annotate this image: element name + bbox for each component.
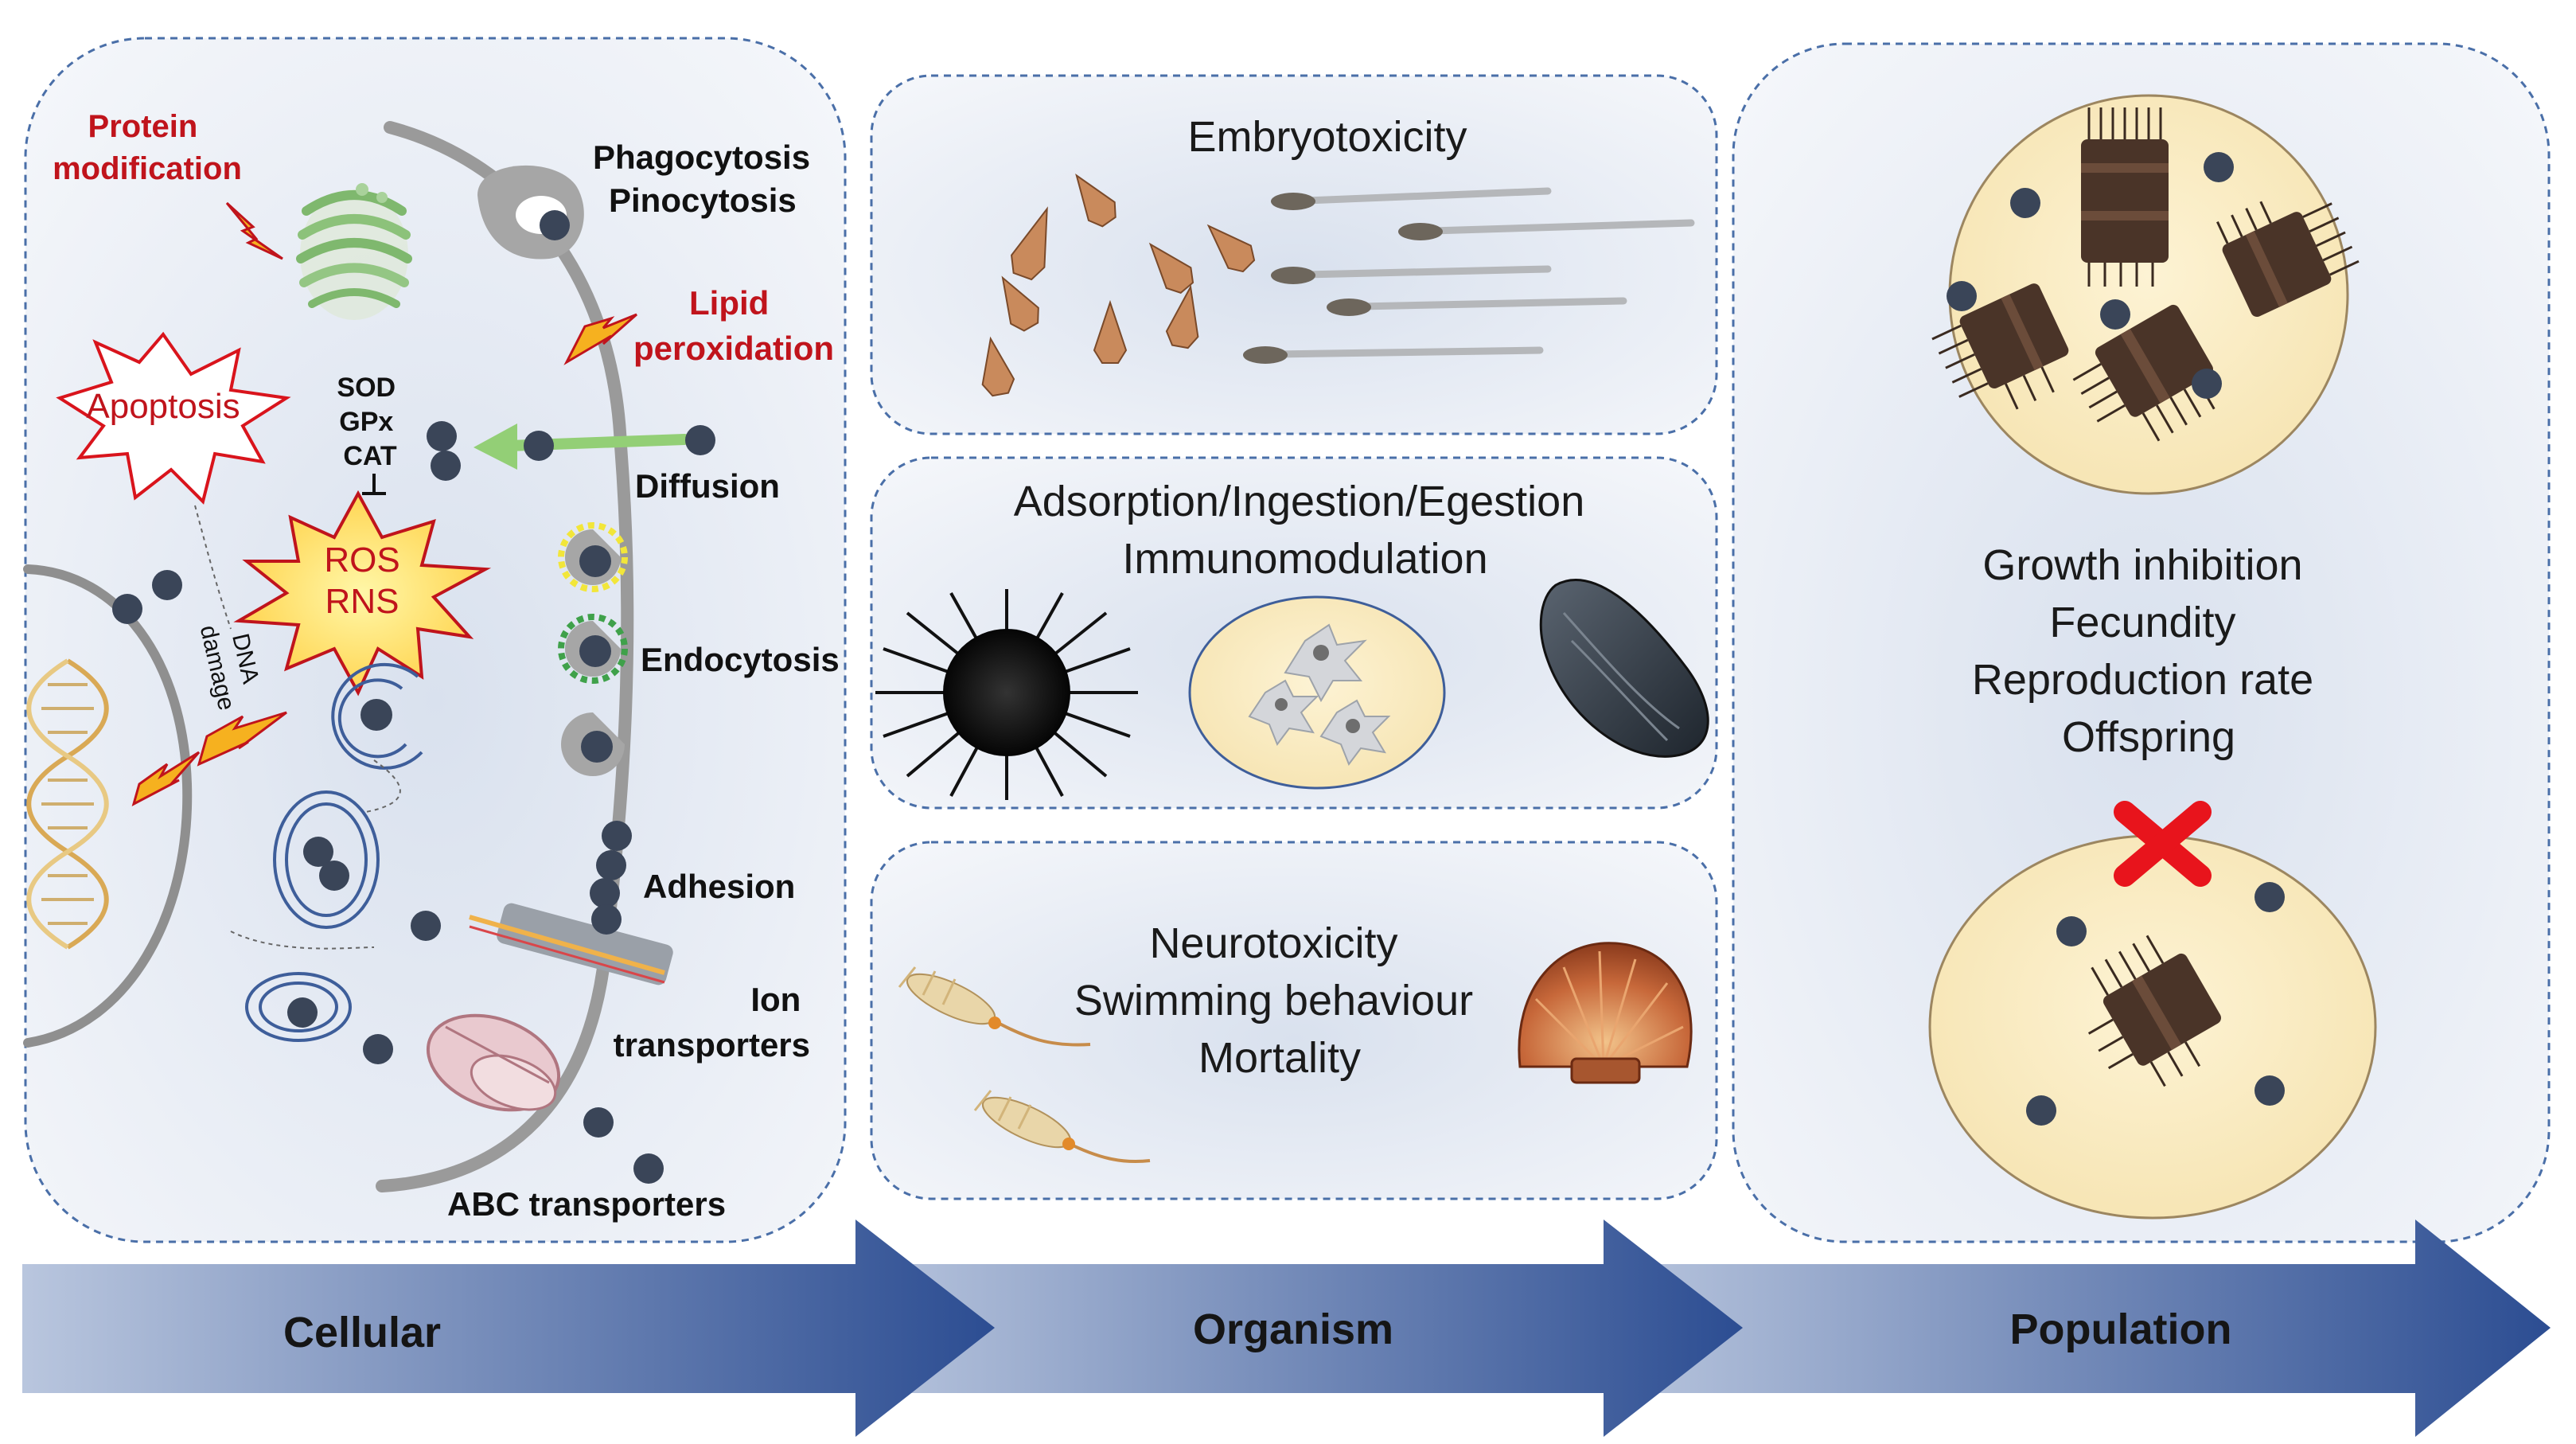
lipid-peroxidation-label: Lipid peroxidation bbox=[633, 284, 834, 367]
stage-label-organism: Organism bbox=[1193, 1305, 1393, 1353]
stage-label-cellular: Cellular bbox=[283, 1309, 441, 1356]
nanoparticles-population bbox=[1947, 152, 2285, 1126]
endocytosis-label: Endocytosis bbox=[641, 641, 840, 678]
zooplankton-icon-bottom bbox=[2087, 935, 2221, 1087]
ion-transporters-label: Ion transporters bbox=[614, 981, 810, 1063]
dna-helix-icon bbox=[26, 658, 109, 950]
scallop-icon bbox=[1518, 942, 1693, 1084]
nanoparticles-cellular bbox=[112, 421, 715, 1184]
copepod-larva-icons bbox=[898, 966, 1151, 1164]
ros-label: ROS bbox=[324, 541, 399, 580]
sea-urchin-icon bbox=[875, 589, 1138, 800]
organism-panel-embryotoxicity bbox=[870, 74, 1718, 435]
phagocytosis-label: Phagocytosis bbox=[593, 139, 810, 176]
mussel-icon bbox=[1539, 579, 1709, 758]
apoptosis-label: Apoptosis bbox=[86, 387, 240, 426]
antioxidant-enzymes-label: SOD GPx CAT bbox=[337, 373, 403, 471]
abc-transporter-icon bbox=[426, 1013, 561, 1112]
population-effects-label: Growth inhibition Fecundity Reproduction… bbox=[1972, 541, 2325, 761]
phagocytosis-vesicle bbox=[477, 165, 584, 260]
adsorption-label: Adsorption/Ingestion/Egestion Immunomodu… bbox=[1014, 478, 1597, 583]
intracellular-vesicles bbox=[245, 662, 423, 1042]
adhesion-label: Adhesion bbox=[643, 868, 795, 905]
fish-larva-icons bbox=[1243, 187, 1695, 364]
embryotoxicity-label: Embryotoxicity bbox=[1187, 113, 1467, 161]
red-cross-icon bbox=[2114, 801, 2212, 887]
apoptosis-burst bbox=[56, 331, 291, 505]
protein-modification-label: Protein modification bbox=[53, 109, 242, 186]
stage-arrow-organism bbox=[859, 1220, 1743, 1437]
stage-label-population: Population bbox=[2010, 1305, 2232, 1353]
embryo-larva-icons bbox=[981, 174, 1256, 397]
nucleus-membrane bbox=[23, 564, 193, 1048]
rns-label: RNS bbox=[325, 582, 399, 621]
golgi-apparatus-icon bbox=[296, 183, 412, 320]
stage-arrow-cellular bbox=[22, 1220, 995, 1437]
stage-arrow-population bbox=[1608, 1220, 2551, 1437]
inhibition-symbol bbox=[362, 474, 386, 495]
organism-panel-neurotoxicity bbox=[870, 841, 1718, 1200]
zooplankton-icons-top bbox=[1931, 107, 2360, 442]
pinocytosis-label: Pinocytosis bbox=[609, 181, 797, 219]
abc-transporters-label: ABC transporters bbox=[447, 1185, 726, 1223]
vesicle-trails bbox=[194, 505, 401, 950]
diffusion-label: Diffusion bbox=[635, 467, 780, 505]
lightning-bolt-icon bbox=[131, 201, 637, 806]
ros-rns-burst bbox=[233, 490, 492, 697]
ion-transporter-icon bbox=[469, 903, 673, 985]
hemocyte-dish-icon bbox=[1188, 595, 1446, 790]
neurotoxicity-label: Neurotoxicity Swimming behaviour Mortali… bbox=[1074, 919, 1485, 1082]
